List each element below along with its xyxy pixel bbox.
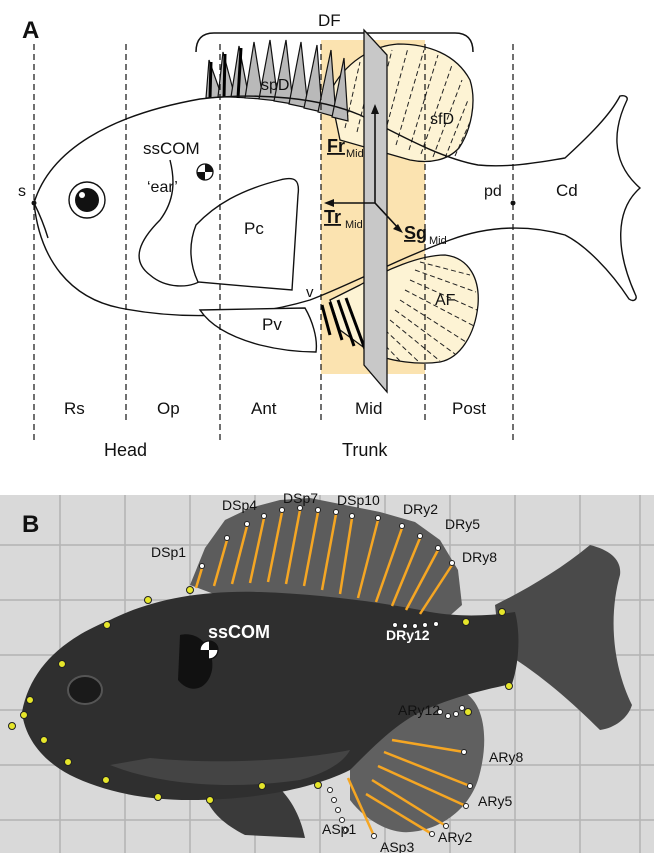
- dsp7-label: DSp7: [283, 490, 318, 506]
- panel-a-letter: A: [22, 17, 39, 44]
- region-trunk: Trunk: [342, 440, 388, 460]
- mid-plane: [364, 30, 387, 392]
- dsp4-label: DSp4: [222, 497, 257, 513]
- panel-b: B: [0, 490, 654, 853]
- sscom-a-label: ssCOM: [143, 139, 200, 158]
- dsp1-label: DSp1: [151, 544, 186, 560]
- pv-label: Pv: [262, 315, 282, 334]
- tr-subscript: Mid: [345, 219, 363, 231]
- fr-label: Fr: [327, 136, 345, 156]
- panel-b-letter: B: [22, 511, 39, 538]
- photo-eye: [68, 676, 102, 704]
- zone-rs: Rs: [64, 399, 85, 418]
- sfd-label: sfD: [430, 111, 454, 128]
- v-label: v: [306, 284, 314, 301]
- zone-op: Op: [157, 399, 180, 418]
- sscom-b-marker: [200, 641, 218, 659]
- sg-subscript: Mid: [429, 235, 447, 247]
- eye-pupil: [75, 188, 99, 212]
- region-head: Head: [104, 440, 147, 460]
- eye-highlight: [79, 192, 85, 198]
- df-label: DF: [318, 11, 341, 30]
- tr-label: Tr: [324, 207, 341, 227]
- dry2-label: DRy2: [403, 501, 438, 517]
- panel-a: A DF spD sfD: [18, 11, 640, 460]
- pelvic-fin: [200, 308, 316, 352]
- zone-ant: Ant: [251, 399, 277, 418]
- ary5-label: ARy5: [478, 793, 512, 809]
- asp1-label: ASp1: [322, 821, 356, 837]
- sscom-b-label: ssCOM: [208, 622, 270, 642]
- ary2-label: ARy2: [438, 829, 472, 845]
- af-label: AF: [435, 292, 456, 309]
- zone-post: Post: [452, 399, 486, 418]
- sg-label: Sg: [404, 223, 427, 243]
- ear-label: ‘ear’: [147, 179, 178, 196]
- dry8-label: DRy8: [462, 549, 497, 565]
- spd-label: spD: [261, 77, 289, 94]
- pd-label: pd: [484, 183, 502, 200]
- sscom-a-marker: [197, 164, 213, 180]
- fr-subscript: Mid: [346, 148, 364, 160]
- s-label: s: [18, 183, 26, 200]
- dry5-label: DRy5: [445, 516, 480, 532]
- ary8-label: ARy8: [489, 749, 523, 765]
- dry12-label: DRy12: [386, 627, 430, 643]
- pc-label: Pc: [244, 219, 264, 238]
- cd-label: Cd: [556, 181, 578, 200]
- asp3-label: ASp3: [380, 839, 414, 853]
- dsp10-label: DSp10: [337, 492, 380, 508]
- ary12-label: ARy12: [398, 702, 440, 718]
- zone-mid: Mid: [355, 399, 382, 418]
